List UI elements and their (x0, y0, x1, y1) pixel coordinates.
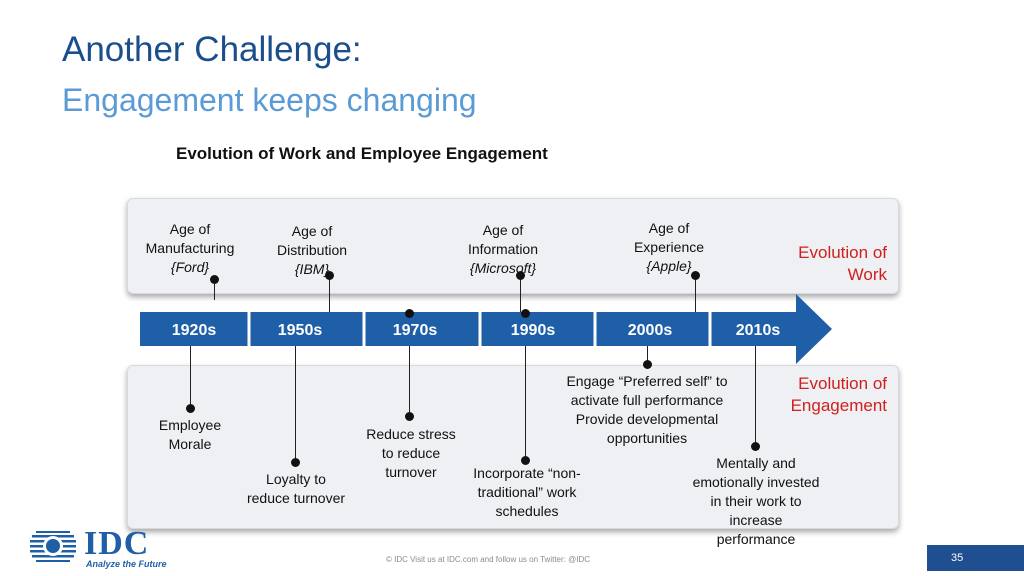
engagement-line: to reduce (381, 445, 441, 461)
engagement-line: reduce turnover (246, 490, 346, 506)
connector-employee-morale (190, 344, 191, 408)
idc-globe-icon (30, 531, 76, 562)
connector-apple (695, 276, 696, 312)
page-number-badge: 35 (927, 545, 1024, 571)
timeline-arrow: 1920s 1950s 1970s 1990s 2000s 2010s (140, 294, 832, 364)
decade-1920s: 1920s (172, 322, 217, 339)
engagement-line: Incorporate “non- (473, 465, 581, 481)
engagement-line: emotionally invested (692, 474, 820, 490)
work-label-line1: Evolution of (798, 243, 887, 262)
age-line1: Age of (648, 220, 690, 236)
connector-loyalty (295, 344, 296, 462)
dot-microsoft (516, 271, 525, 280)
decade-2000s: 2000s (628, 322, 673, 339)
dot-loyalty (291, 458, 300, 467)
engagement-line: Reduce stress (366, 426, 456, 442)
engagement-line: performance (716, 531, 796, 547)
decade-2010s: 2010s (736, 322, 781, 339)
age-experience: Age of Experience {Apple} (624, 219, 714, 276)
connector-ibm (329, 276, 330, 312)
engagement-line: Loyalty to (266, 471, 326, 487)
logo-tagline: Analyze the Future (86, 559, 167, 569)
connector-non-traditional (525, 314, 526, 460)
engagement-line: Provide developmental (575, 411, 719, 427)
dot-reduce-stress (405, 412, 414, 421)
decade-1970s: 1970s (393, 322, 438, 339)
engagement-employee-morale: Employee Morale (140, 416, 240, 454)
evolution-of-work-label: Evolution of Work (757, 242, 887, 286)
connector-preferred-self (647, 344, 648, 364)
idc-logo: IDC Analyze the Future (30, 525, 190, 576)
connector-ford (214, 280, 215, 300)
age-line2: Manufacturing (145, 240, 235, 256)
engagement-label-line2: Engagement (790, 396, 887, 415)
dot-1970s-top (405, 309, 414, 318)
age-line1: Age of (169, 221, 211, 237)
engagement-non-traditional: Incorporate “non- traditional” work sche… (460, 464, 594, 521)
engagement-mentally-invested: Mentally and emotionally invested in the… (676, 454, 836, 549)
engagement-preferred-self: Engage “Preferred self” to activate full… (548, 372, 746, 448)
page-number: 35 (951, 552, 964, 564)
engagement-line: schedules (495, 503, 559, 519)
page-subtitle: Engagement keeps changing (62, 82, 477, 118)
age-distribution: Age of Distribution {IBM} (266, 222, 358, 279)
age-line1: Age of (291, 223, 333, 239)
age-company: {Ford} (170, 259, 210, 275)
age-company: {IBM} (294, 261, 330, 277)
engagement-line: Mentally and (716, 455, 796, 471)
evolution-of-work-band (127, 198, 899, 294)
engagement-line: in their work to (710, 493, 802, 509)
logo-wordmark: IDC (84, 525, 150, 562)
dot-mentally-invested (751, 442, 760, 451)
age-line1: Age of (482, 222, 524, 238)
engagement-reduce-stress: Reduce stress to reduce turnover (356, 425, 466, 482)
dot-non-traditional (521, 456, 530, 465)
footer-text: © IDC Visit us at IDC.com and follow us … (386, 555, 591, 564)
connector-mentally-invested (755, 344, 756, 444)
age-company: {Microsoft} (469, 260, 537, 276)
age-line2: Experience (633, 239, 705, 255)
engagement-line: increase (729, 512, 783, 528)
dot-employee-morale (186, 404, 195, 413)
engagement-line: traditional” work (477, 484, 577, 500)
connector-reduce-stress (409, 314, 410, 416)
dot-ford (210, 275, 219, 284)
dot-preferred-self (643, 360, 652, 369)
age-company: {Apple} (646, 258, 692, 274)
decade-1990s: 1990s (511, 322, 556, 339)
engagement-line: Morale (168, 436, 212, 452)
engagement-line: Engage “Preferred self” to (566, 373, 728, 389)
engagement-line: activate full performance (570, 392, 724, 408)
age-line2: Information (467, 241, 539, 257)
page-title: Another Challenge: (62, 30, 362, 69)
engagement-line: turnover (385, 464, 437, 480)
dot-ibm (325, 271, 334, 280)
dot-apple (691, 271, 700, 280)
evolution-of-engagement-label: Evolution of Engagement (757, 373, 887, 417)
engagement-line: Employee (158, 417, 222, 433)
age-information: Age of Information {Microsoft} (453, 221, 553, 278)
age-manufacturing: Age of Manufacturing {Ford} (131, 220, 249, 277)
connector-microsoft (520, 276, 521, 312)
diagram-title: Evolution of Work and Employee Engagemen… (176, 144, 548, 163)
age-line2: Distribution (276, 242, 348, 258)
timeline-arrow-shape (140, 294, 832, 364)
engagement-loyalty: Loyalty to reduce turnover (232, 470, 360, 508)
dot-1990s-top (521, 309, 530, 318)
decade-1950s: 1950s (278, 322, 323, 339)
engagement-line: opportunities (606, 430, 688, 446)
work-label-line2: Work (847, 265, 887, 284)
evolution-of-engagement-band (127, 365, 899, 529)
engagement-label-line1: Evolution of (798, 374, 887, 393)
